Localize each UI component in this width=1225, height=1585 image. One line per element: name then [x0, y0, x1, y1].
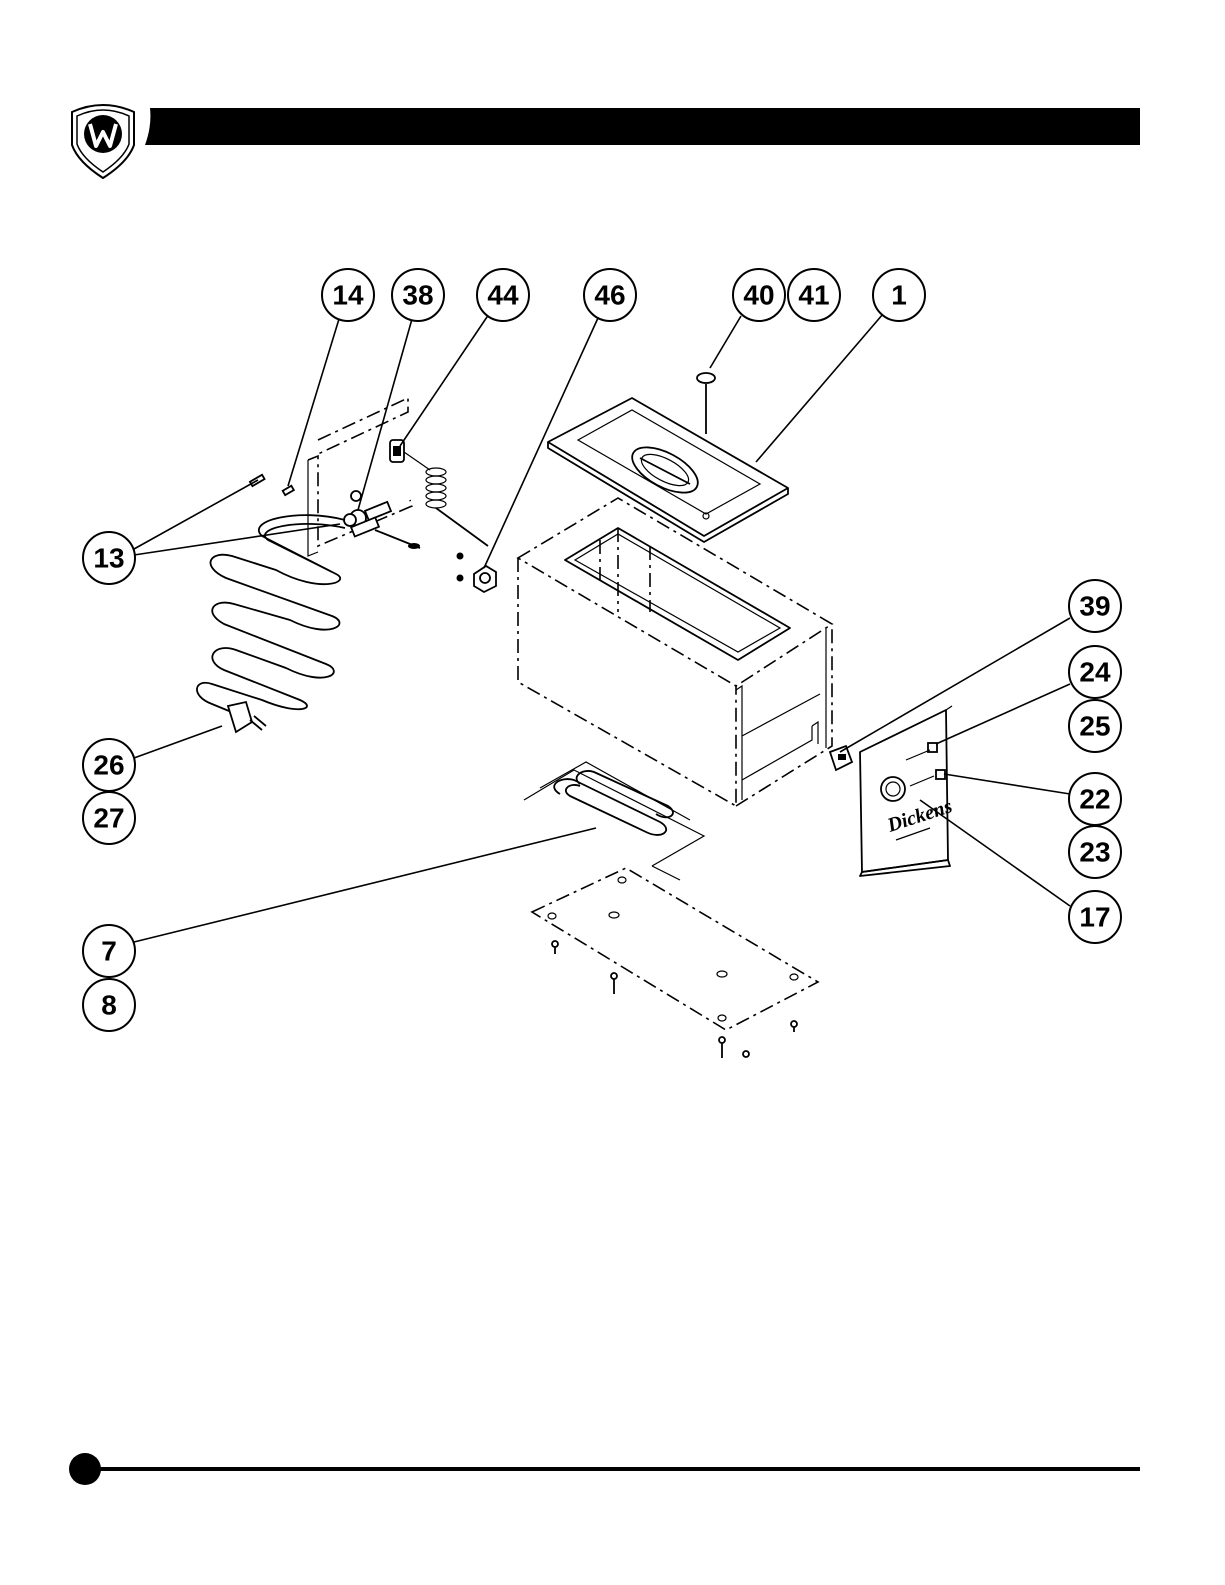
base-plate-part — [532, 868, 818, 1058]
lid-part — [548, 398, 788, 542]
wolf-shield-logo-icon — [72, 105, 134, 178]
switch-part — [830, 746, 852, 770]
svg-text:38: 38 — [402, 280, 433, 311]
callout-17: 17 — [1069, 891, 1121, 943]
callout-23: 23 — [1069, 826, 1121, 878]
callout-39: 39 — [1069, 580, 1121, 632]
leader-lines — [134, 314, 1070, 942]
callout-22: 22 — [1069, 773, 1121, 825]
header-bar — [145, 108, 1140, 145]
svg-text:24: 24 — [1079, 657, 1111, 688]
heating-element-part — [524, 762, 704, 880]
callout-8: 8 — [83, 979, 135, 1031]
svg-text:23: 23 — [1079, 837, 1110, 868]
callout-1: 1 — [873, 269, 925, 321]
control-bracket-part — [308, 398, 420, 556]
svg-text:44: 44 — [487, 280, 519, 311]
callout-40: 40 — [733, 269, 785, 321]
svg-text:26: 26 — [93, 750, 124, 781]
footer-rule — [69, 1453, 1140, 1485]
svg-text:46: 46 — [594, 280, 625, 311]
callout-14: 14 — [322, 269, 374, 321]
thermostat-coil-part — [390, 440, 488, 546]
callout-7: 7 — [83, 925, 135, 977]
callout-24: 24 — [1069, 646, 1121, 698]
callout-46: 46 — [584, 269, 636, 321]
svg-text:8: 8 — [101, 990, 117, 1021]
callout-26: 26 — [83, 739, 135, 791]
svg-text:13: 13 — [93, 543, 124, 574]
svg-text:41: 41 — [798, 280, 829, 311]
svg-text:25: 25 — [1079, 711, 1110, 742]
svg-text:1: 1 — [891, 280, 907, 311]
callout-38: 38 — [392, 269, 444, 321]
callout-41: 41 — [788, 269, 840, 321]
callout-27: 27 — [83, 792, 135, 844]
svg-text:14: 14 — [332, 280, 364, 311]
svg-text:22: 22 — [1079, 784, 1110, 815]
svg-text:17: 17 — [1079, 902, 1110, 933]
cabinet-part — [518, 498, 832, 806]
pilot-light-part — [457, 553, 497, 593]
svg-text:7: 7 — [101, 936, 117, 967]
screws-part — [250, 475, 294, 495]
power-cord-part — [197, 515, 345, 732]
svg-text:39: 39 — [1079, 591, 1110, 622]
callout-44: 44 — [477, 269, 529, 321]
callout-25: 25 — [1069, 700, 1121, 752]
svg-text:40: 40 — [743, 280, 774, 311]
svg-text:27: 27 — [93, 803, 124, 834]
probe-knob-part — [697, 373, 715, 434]
callout-13: 13 — [83, 532, 135, 584]
